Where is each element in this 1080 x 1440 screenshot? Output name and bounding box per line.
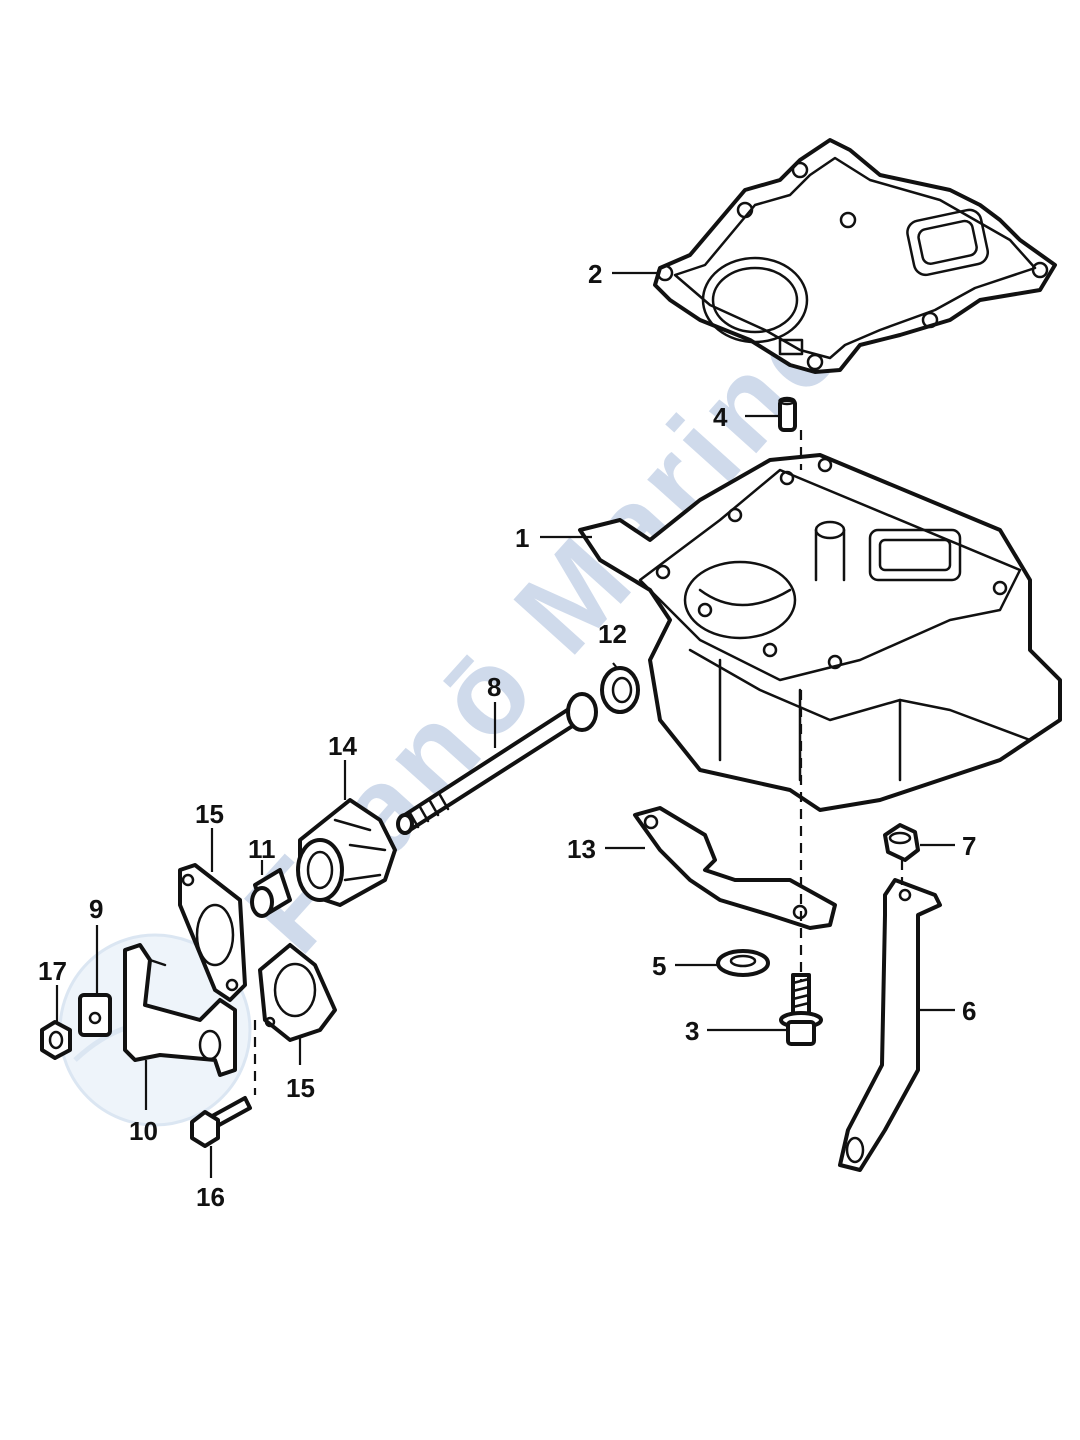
callout-7: 7 bbox=[962, 831, 976, 861]
bolt-part-16 bbox=[190, 1096, 252, 1148]
callout-8: 8 bbox=[487, 672, 501, 702]
dowel-pin-part-4 bbox=[778, 396, 797, 432]
callout-6: 6 bbox=[962, 996, 976, 1026]
callout-12: 12 bbox=[598, 619, 627, 649]
washer-part-5 bbox=[716, 949, 770, 977]
lever-part-13 bbox=[633, 806, 837, 930]
nut-part-7 bbox=[883, 823, 920, 862]
callout-2: 2 bbox=[588, 259, 602, 289]
bracket-part-10 bbox=[123, 943, 237, 1077]
bolt-part-3 bbox=[779, 973, 823, 1046]
housing-part-1 bbox=[578, 453, 1062, 812]
nut-part-17 bbox=[40, 1020, 72, 1060]
callout-15-lower: 15 bbox=[286, 1073, 315, 1103]
plate-part-15-lower bbox=[258, 943, 337, 1042]
gasket-part-2 bbox=[653, 138, 1057, 374]
callout-17: 17 bbox=[38, 956, 67, 986]
callout-9: 9 bbox=[89, 894, 103, 924]
plate-part-9 bbox=[78, 993, 112, 1037]
callout-4: 4 bbox=[713, 402, 728, 432]
callout-15-upper: 15 bbox=[195, 799, 224, 829]
callout-labels: 1 2 3 4 5 6 7 8 9 10 11 12 13 14 15 15 1… bbox=[38, 259, 976, 1212]
callout-3: 3 bbox=[685, 1016, 699, 1046]
callout-5: 5 bbox=[652, 951, 666, 981]
callout-1: 1 bbox=[515, 523, 529, 553]
callout-10: 10 bbox=[129, 1116, 158, 1146]
callout-13: 13 bbox=[567, 834, 596, 864]
leader-lines bbox=[55, 271, 955, 1178]
rod-part-6 bbox=[838, 878, 942, 1172]
plate-part-15-upper bbox=[178, 863, 247, 1002]
bushing-part-11 bbox=[250, 868, 292, 918]
callout-16: 16 bbox=[196, 1182, 225, 1212]
callout-14: 14 bbox=[328, 731, 357, 761]
callout-11: 11 bbox=[248, 834, 276, 864]
washer-part-12 bbox=[600, 666, 640, 714]
sleeve-part-14 bbox=[296, 798, 397, 907]
bolt-part-8 bbox=[396, 692, 598, 835]
